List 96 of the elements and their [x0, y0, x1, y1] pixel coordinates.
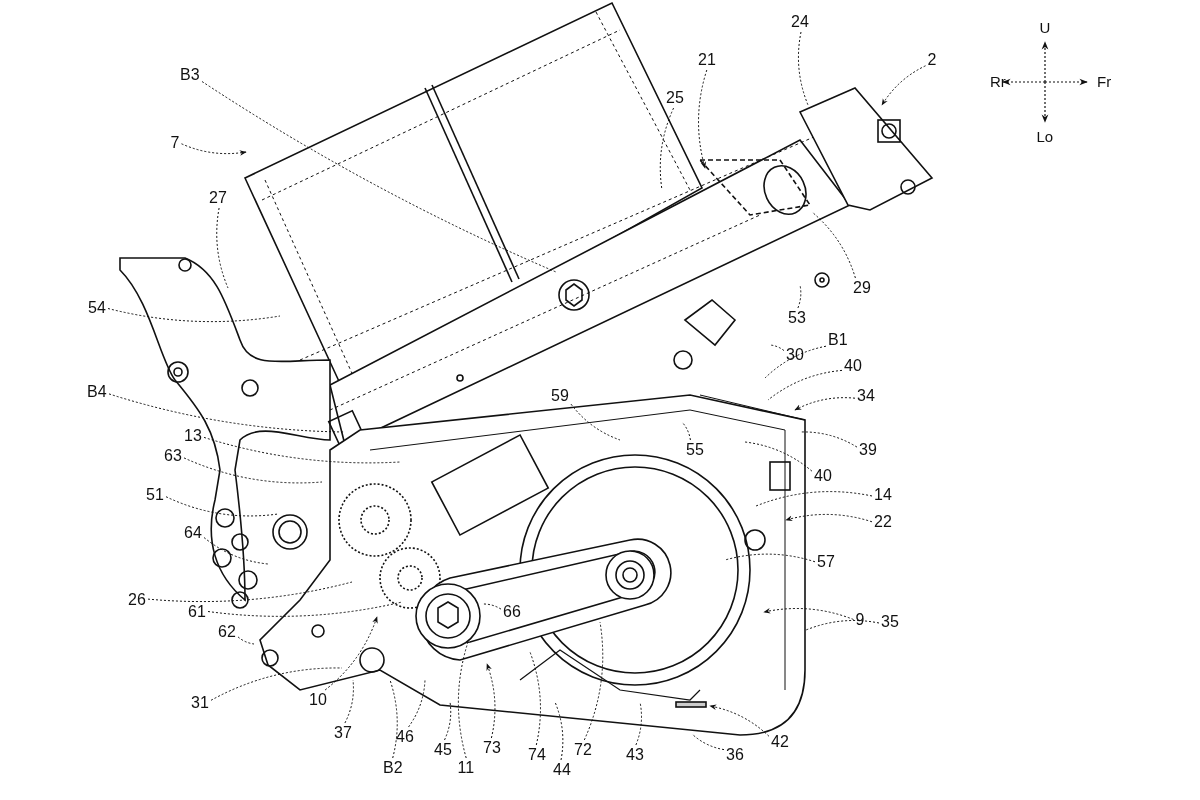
leader-line: [811, 211, 856, 279]
leader-line: [709, 704, 770, 737]
leader-line: [344, 679, 354, 724]
callout-number: 40: [843, 357, 863, 375]
leader-line: [767, 369, 843, 401]
leader-line: [207, 601, 403, 617]
leader-line: [691, 733, 725, 751]
callout-number: 72: [573, 741, 593, 759]
callout-number: 35: [880, 613, 900, 631]
leader-line: [797, 31, 809, 106]
callout-number: 21: [697, 51, 717, 69]
leader-line: [210, 667, 343, 701]
leader-line: [698, 69, 708, 169]
leader-line: [764, 345, 827, 379]
callout-number: 42: [770, 733, 790, 751]
leader-line: [147, 581, 353, 603]
callout-number: 66: [502, 603, 522, 621]
leader-line: [763, 608, 854, 620]
callout-number: 51: [145, 486, 165, 504]
leader-line: [108, 393, 346, 433]
leader-line: [635, 701, 642, 746]
callout-number: B4: [86, 383, 108, 401]
callout-number: 55: [685, 441, 705, 459]
leader-line: [203, 537, 269, 565]
leader-line: [797, 284, 802, 309]
leader-line: [203, 436, 401, 464]
leader-line: [805, 620, 880, 631]
callout-number: 25: [665, 89, 685, 107]
leader-line: [457, 641, 469, 759]
callout-number: 14: [873, 486, 893, 504]
callout-number: 37: [333, 724, 353, 742]
callout-number: B2: [382, 759, 404, 777]
callout-number: 46: [395, 728, 415, 746]
leader-line: [794, 397, 856, 411]
callout-number: 10: [308, 691, 328, 709]
callout-number: 53: [787, 309, 807, 327]
callout-number: 26: [127, 591, 147, 609]
direction-label: Lo: [1036, 129, 1054, 145]
callout-number: 34: [856, 387, 876, 405]
callout-number: 44: [552, 761, 572, 779]
callout-number: 59: [550, 387, 570, 405]
leader-line: [444, 701, 452, 741]
leader-line: [324, 616, 378, 691]
callout-number: 13: [183, 427, 203, 445]
callout-number: 39: [858, 441, 878, 459]
leader-line: [881, 65, 926, 106]
leader-line: [785, 513, 873, 523]
leader-line: [769, 344, 785, 352]
direction-label: U: [1039, 20, 1051, 36]
leader-line: [583, 621, 604, 741]
callout-number: B1: [827, 331, 849, 349]
callout-number: 9: [854, 611, 866, 629]
callout-number: 40: [813, 467, 833, 485]
leader-line: [481, 603, 502, 610]
leader-line: [486, 663, 496, 739]
callout-number: 29: [852, 279, 872, 297]
callout-number: 31: [190, 694, 210, 712]
callout-number: 57: [816, 553, 836, 571]
callout-number: 36: [725, 746, 745, 764]
leader-line: [724, 553, 816, 563]
direction-label: Rr: [990, 74, 1006, 90]
leader-line: [681, 421, 691, 441]
leader-line: [237, 636, 255, 645]
leader-line: [659, 107, 675, 191]
leader-line: [181, 143, 247, 156]
callout-number: 7: [169, 134, 181, 152]
leader-line: [165, 496, 279, 517]
leader-line: [744, 441, 813, 472]
callout-number: 63: [163, 447, 183, 465]
callout-number: 2: [926, 51, 938, 69]
callout-number: 22: [873, 513, 893, 531]
callout-number: 61: [187, 603, 207, 621]
callout-number: 27: [208, 189, 228, 207]
callout-number: B3: [179, 66, 201, 84]
callout-number: 24: [790, 13, 810, 31]
leader-line: [201, 81, 557, 273]
callout-number: 62: [217, 623, 237, 641]
leader-line: [554, 701, 564, 761]
leader-line: [570, 403, 621, 441]
callout-number: 11: [456, 759, 476, 777]
callout-number: 73: [482, 739, 502, 757]
callout-number: 43: [625, 746, 645, 764]
callout-number: 74: [527, 746, 547, 764]
leader-line: [107, 308, 281, 323]
leader-line: [216, 207, 229, 289]
leader-line: [389, 679, 398, 759]
callout-number: 64: [183, 524, 203, 542]
direction-label: Fr: [1097, 74, 1112, 90]
leader-line: [799, 431, 858, 448]
callout-number: 54: [87, 299, 107, 317]
leader-line: [529, 651, 541, 746]
leader-line: [408, 679, 426, 728]
callout-number: 30: [785, 346, 805, 364]
leader-line: [183, 457, 323, 484]
leader-line: [755, 491, 873, 507]
callout-number: 45: [433, 741, 453, 759]
